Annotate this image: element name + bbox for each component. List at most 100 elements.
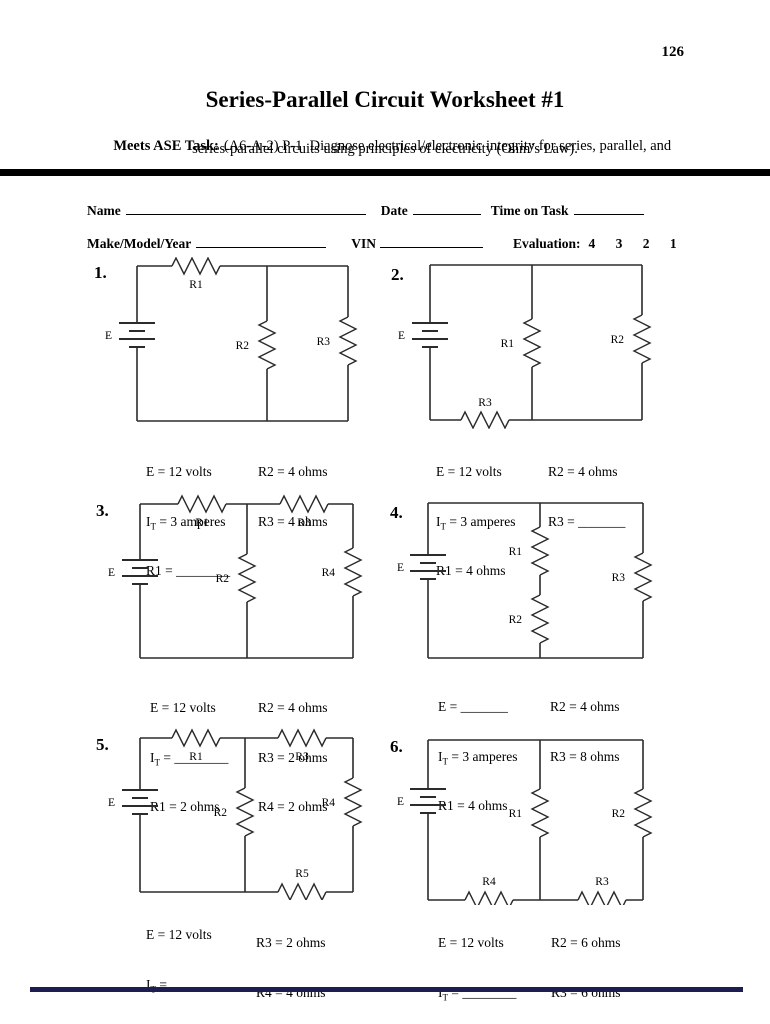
label-r3: R3: [317, 336, 331, 348]
given-line: E = 12 volts: [146, 464, 212, 479]
ase-task-line2: series-parallel circuits using principle…: [192, 141, 578, 157]
time-on-task-label: Time on Task: [490, 203, 569, 218]
problem-2-givens-right: R2 = 4 ohms R3 = _______: [548, 431, 625, 563]
given-line: E = 12 volts: [146, 927, 212, 942]
label-r4: R4: [482, 876, 496, 888]
problem-1-givens-left: E = 12 volts IT = 3 amperes R1 = _______…: [146, 431, 230, 613]
problem-1-number: 1.: [94, 263, 107, 282]
resistor-r2: [257, 320, 277, 370]
given-line: R4 = 2 ohms: [258, 799, 328, 814]
battery-symbol: [412, 322, 448, 348]
given-line: R3 = 2 ohms: [258, 749, 328, 765]
label-e: E: [397, 796, 404, 808]
resistor-r3: [338, 316, 358, 366]
vin-label: VIN: [351, 236, 376, 251]
given-line: E = 12 volts: [438, 935, 504, 950]
label-e: E: [398, 330, 405, 342]
problem-2-number: 2.: [391, 265, 404, 284]
label-r3: R3: [295, 751, 309, 763]
header-rule: [0, 169, 770, 176]
given-line: R2 = 4 ohms: [258, 700, 328, 715]
page-title: Series-Parallel Circuit Worksheet #1: [205, 87, 565, 112]
label-r1: R1: [509, 808, 523, 820]
problem-6-number: 6.: [390, 737, 403, 756]
problem-3-number: 3.: [96, 501, 109, 520]
label-r1: R1: [509, 546, 523, 558]
circuit-diagram-2: E R1 R2 R3: [398, 264, 652, 429]
problem-6-givens-right: R2 = 6 ohms R3 = 6 ohms R4 = 2 ohms: [551, 902, 621, 1024]
resistor-r3: [279, 494, 329, 514]
battery-symbol: [119, 322, 155, 348]
time-field-line: [573, 203, 644, 215]
given-line: IT = 3 amperes: [436, 513, 516, 532]
problem-4-givens-right: R2 = 4 ohms R3 = 8 ohms: [550, 666, 620, 798]
wire: [137, 265, 348, 422]
circuit-diagram-3: E R1 R3 R2 R4: [108, 494, 363, 659]
ase-task-label: Meets ASE Task:: [113, 138, 219, 154]
problem-1-givens-right: R2 = 4 ohms R3 = 4 ohms: [258, 431, 328, 563]
resistor-r2: [237, 553, 257, 603]
given-line: R2 = 6 ohms: [551, 935, 621, 950]
problem-2-givens-left: E = 12 volts IT = 3 amperes R1 = 4 ohms: [436, 431, 515, 613]
resistor-r1: [530, 788, 550, 838]
label-r5: R5: [295, 868, 309, 880]
label-e: E: [108, 567, 115, 579]
page-number: 126: [661, 44, 685, 60]
wire: [140, 503, 353, 659]
given-line: R2 = 4 ohms: [550, 699, 620, 714]
label-e: E: [397, 562, 404, 574]
resistor-r1: [522, 318, 542, 368]
label-r2: R2: [214, 807, 228, 819]
name-field-line: [125, 203, 366, 215]
label-r3: R3: [612, 572, 626, 584]
date-field-line: [412, 203, 481, 215]
label-r2: R2: [611, 334, 625, 346]
problem-5-givens-right: R3 = 2 ohms R4 = 4 ohms R5 = 2 ohms: [256, 902, 326, 1024]
problem-6-givens-left: E = 12 volts IT = ________ R1 = 12 ohms: [438, 902, 516, 1024]
ase-task-text: (A6-A-2) P-1 Diagnose electrical/electro…: [223, 138, 672, 154]
given-line: R3 = 4 ohms: [258, 513, 328, 529]
resistor-r3: [633, 552, 653, 602]
resistor-r4: [343, 777, 363, 827]
footer-rule: [30, 987, 743, 992]
resistor-r3: [460, 410, 510, 429]
given-line: E = _______: [438, 699, 508, 714]
given-line: E = 12 volts: [436, 464, 502, 479]
label-r4: R4: [322, 797, 336, 809]
label-r1: R1: [189, 751, 203, 763]
given-line: IT = 3 amperes: [146, 513, 226, 532]
resistor-r2: [235, 787, 255, 837]
evaluation-label: Evaluation:: [513, 236, 581, 251]
label-e: E: [108, 797, 115, 809]
battery-symbol: [122, 789, 158, 815]
resistor-r2: [530, 594, 550, 644]
battery-symbol: [410, 554, 446, 580]
problem-3-givens-right: R2 = 4 ohms R3 = 2 ohms R4 = 2 ohms: [258, 667, 328, 849]
vin-field-line: [380, 236, 483, 248]
given-line: R1 = ________: [146, 563, 231, 578]
label-r1: R1: [195, 517, 209, 529]
label-r1: R1: [189, 279, 203, 291]
given-line: R2 = 4 ohms: [548, 464, 618, 479]
resistor-r1: [177, 494, 227, 514]
given-line: IT = 3 amperes: [438, 748, 518, 767]
circuit-diagram-1: E R1 R2 R3: [105, 257, 358, 422]
label-e: E: [105, 330, 112, 342]
label-r2: R2: [236, 340, 250, 352]
given-line: R3 = _______: [548, 513, 626, 529]
battery-symbol: [122, 559, 158, 585]
label-r3: R3: [478, 397, 492, 409]
ase-task-line1: Meets ASE Task:(A6-A-2) P-1 Diagnose ele…: [0, 121, 770, 172]
label-r4: R4: [322, 567, 336, 579]
given-line: R3 = 2 ohms: [256, 935, 326, 950]
problem-4-givens-left: E = _______ IT = 3 amperes R1 = 4 ohms: [438, 666, 517, 848]
label-r2: R2: [509, 614, 523, 626]
battery-symbol: [410, 788, 446, 814]
problem-5-givens-left: E = 12 volts IT = ________ R1 = 2 ohms R…: [146, 894, 224, 1024]
resistor-r2: [633, 788, 653, 838]
label-r3: R3: [297, 517, 311, 529]
wire: [428, 502, 643, 659]
circuit-diagram-4: E R1 R2 R3: [397, 502, 653, 659]
resistor-r1: [171, 728, 221, 748]
